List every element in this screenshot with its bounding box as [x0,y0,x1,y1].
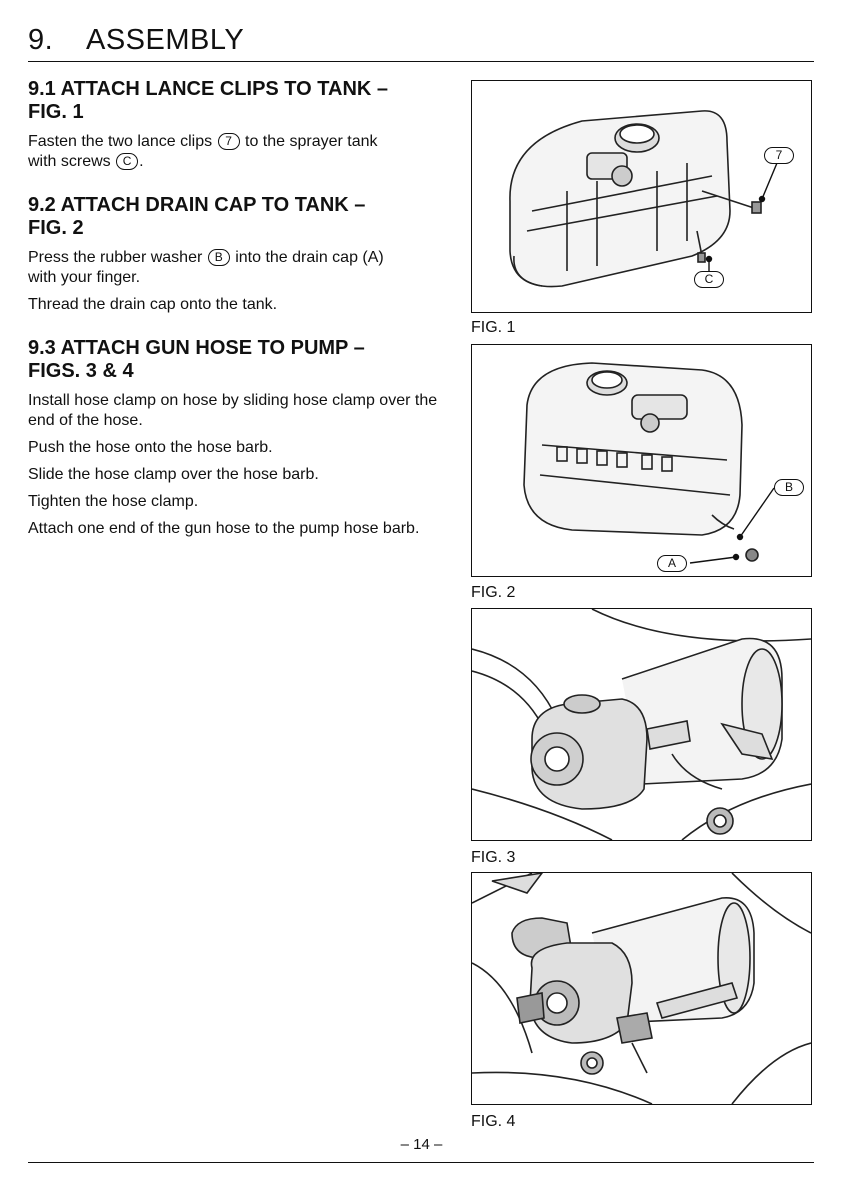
instructions-column: 9.1 ATTACH LANCE CLIPS TO TANK – FIG. 1 … [28,78,438,561]
section-heading: 9.1 ATTACH LANCE CLIPS TO TANK – FIG. 1 [28,78,389,123]
figure-2-illustration: B A [471,344,812,577]
callout-c: C [116,153,139,170]
paragraph: Slide the hose clamp over the hose barb. [28,466,319,483]
section-heading: 9.2 ATTACH DRAIN CAP TO TANK – FIG. 2 [28,194,366,239]
section-9-2: 9.2 ATTACH DRAIN CAP TO TANK – FIG. 2 Pr… [28,194,438,315]
page-number: – 14 – [400,1136,443,1153]
figure-3-caption: FIG. 3 [471,849,516,866]
section-9-3: 9.3 ATTACH GUN HOSE TO PUMP – FIGS. 3 & … [28,337,438,539]
label-c: C [694,271,724,288]
pump-hose-barb-drawing [472,609,811,840]
label-7: 7 [764,147,794,164]
sprayer-tank-drawing [509,110,778,288]
section-9-1: 9.1 ATTACH LANCE CLIPS TO TANK – FIG. 1 … [28,78,438,172]
label-a: A [657,555,687,572]
figure-2-caption: FIG. 2 [471,584,516,601]
page-title: 9. ASSEMBLY [28,24,244,57]
callout-b: B [207,249,230,266]
section-heading: 9.3 ATTACH GUN HOSE TO PUMP – FIGS. 3 & … [28,337,365,382]
figure-4-caption: FIG. 4 [471,1113,516,1130]
paragraph: Thread the drain cap onto the tank. [28,296,278,313]
paragraph: Install hose clamp on hose by sliding ho… [28,392,438,429]
figure-4-illustration [471,872,812,1105]
paragraph: Fasten the two lance clips 7 to the spra… [28,133,378,170]
footer-divider [28,1162,814,1163]
chapter-number: 9. [28,24,54,56]
callout-7: 7 [217,133,240,150]
figure-1-caption: FIG. 1 [471,319,516,336]
paragraph: Push the hose onto the hose barb. [28,439,273,456]
tank-drain-drawing [523,362,775,564]
pump-gun-hose-drawing [472,873,811,1104]
label-b: B [774,479,804,496]
paragraph: Tighten the hose clamp. [28,493,199,510]
paragraph: Attach one end of the gun hose to the pu… [28,520,420,537]
chapter-title: ASSEMBLY [86,24,245,56]
paragraph: Press the rubber washer B into the drain… [28,249,384,286]
title-divider [28,61,814,62]
figure-1-illustration: 7 C [471,80,812,313]
figure-3-illustration [471,608,812,841]
